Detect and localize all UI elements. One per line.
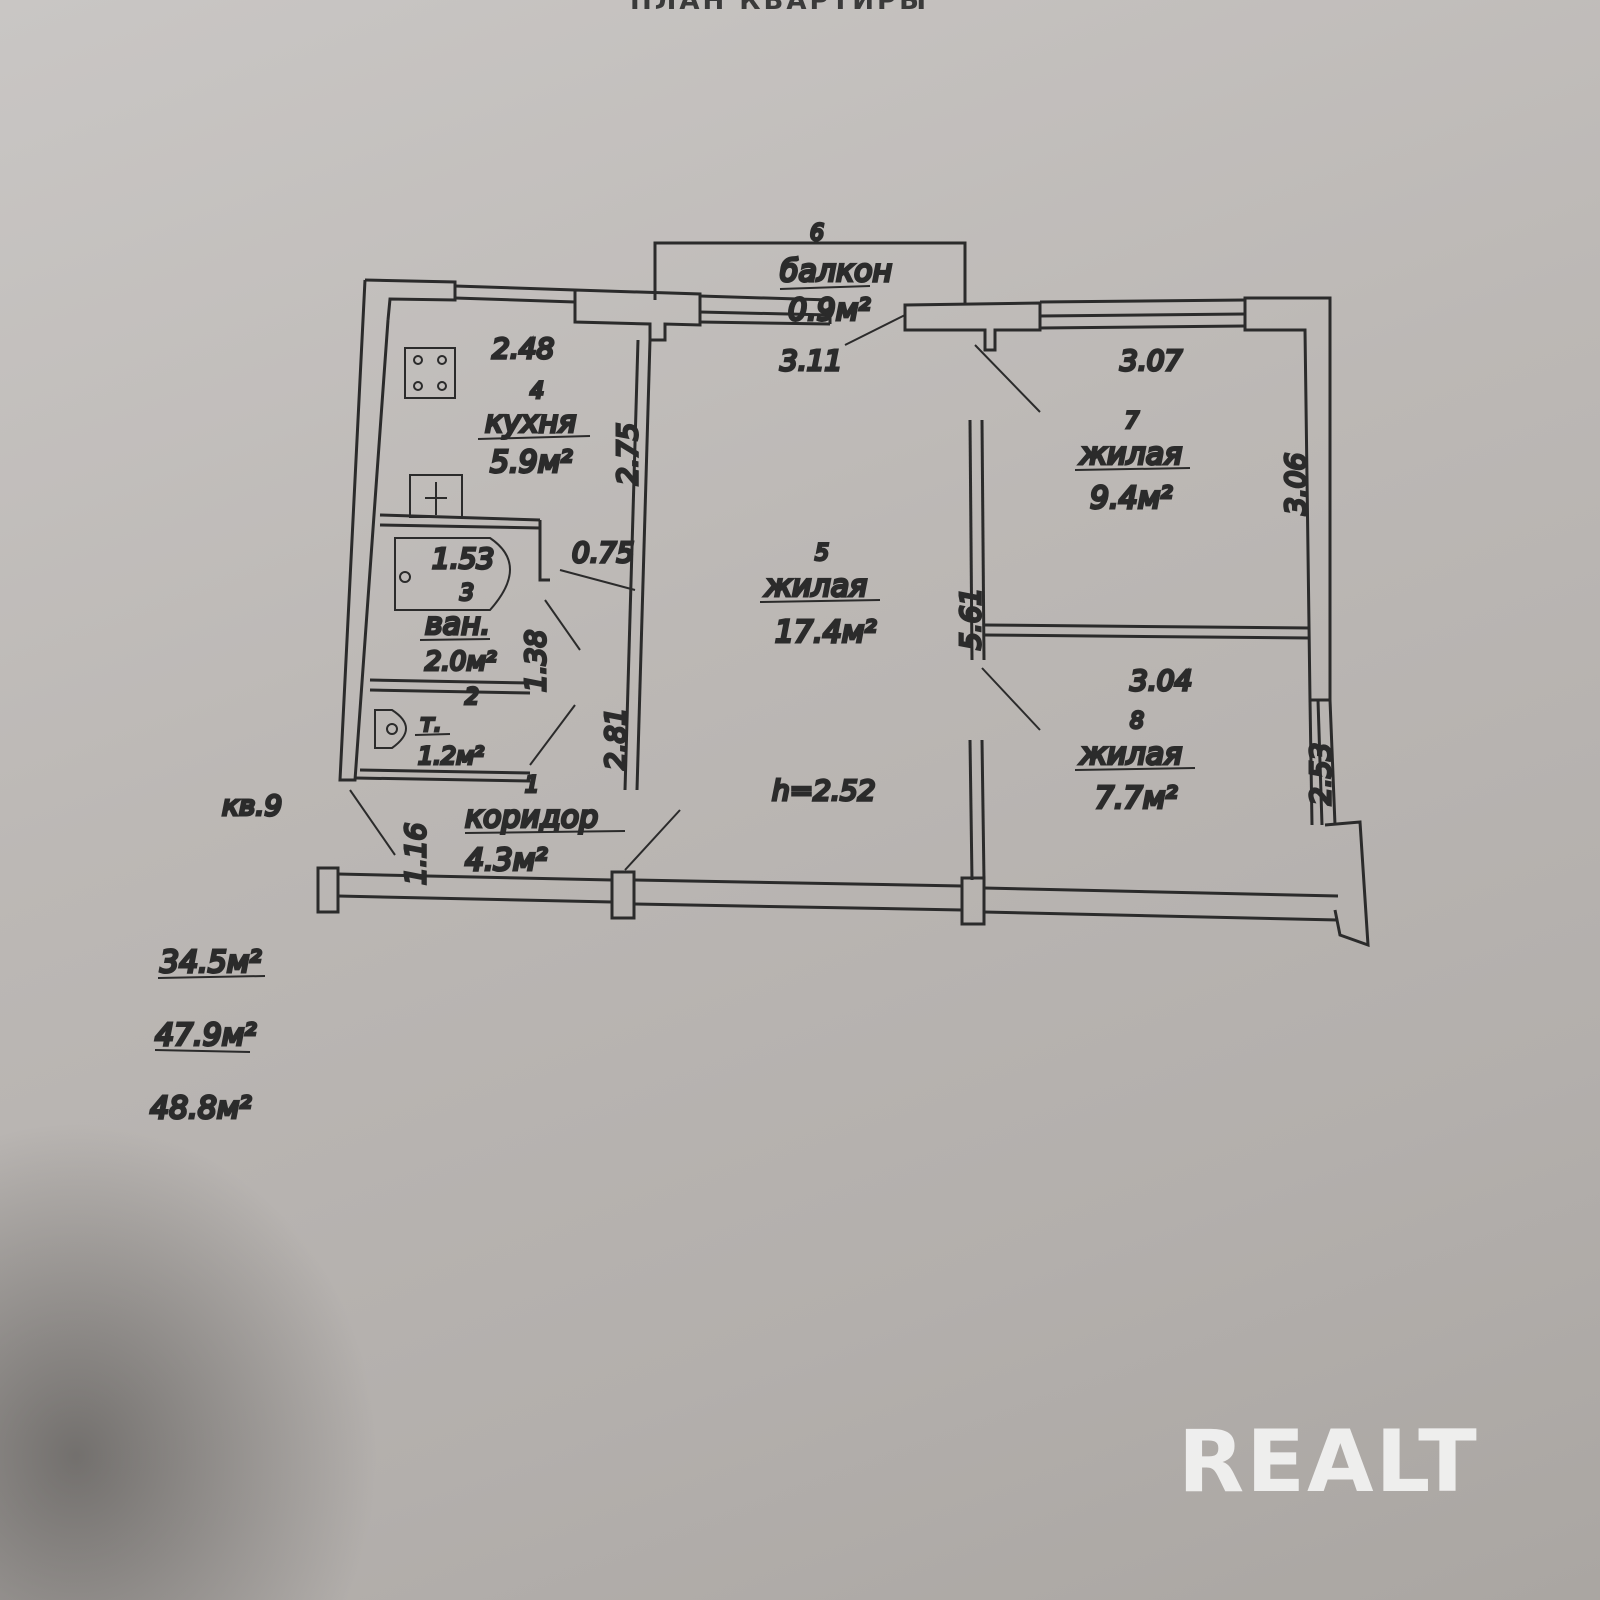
dim-kitchen-width: 2.48 xyxy=(492,332,554,365)
wall-top-left xyxy=(364,278,457,321)
dim-room8-width: 3.04 xyxy=(1130,664,1192,697)
room2-name: т. xyxy=(420,709,442,737)
wall-pier xyxy=(573,288,702,342)
room6-number: 6 xyxy=(810,221,824,246)
room8-number: 8 xyxy=(1130,709,1144,734)
dim-corridor: 2.81 xyxy=(599,708,632,770)
sink-icon xyxy=(409,474,463,518)
dim-room5-width: 3.11 xyxy=(780,344,842,377)
room8-name: жилая xyxy=(1079,737,1182,772)
dim-room5-length: 5.61 xyxy=(954,588,987,650)
wall-top-right xyxy=(903,301,1042,352)
room1-area: 4.3м² xyxy=(465,843,547,878)
bathtub-icon xyxy=(394,537,511,611)
room2-area: 1.2м² xyxy=(418,742,484,770)
room6-area: 0.9м² xyxy=(788,293,870,328)
dim-bath-width: 1.53 xyxy=(432,542,494,575)
room5-name: жилая xyxy=(764,569,867,604)
room4-number: 4 xyxy=(530,379,544,404)
room7-area: 9.4м² xyxy=(1090,481,1172,516)
dim-bath-length: 1.38 xyxy=(519,630,552,692)
total-living-area: 34.5м² xyxy=(160,945,261,980)
room4-area: 5.9м² xyxy=(490,445,572,480)
dim-kitchen-length: 2.75 xyxy=(611,423,644,485)
toilet-icon xyxy=(374,709,407,749)
dim-room7-length: 3.06 xyxy=(1279,453,1312,515)
room2-number: 2 xyxy=(465,685,479,710)
room3-number: 3 xyxy=(460,581,474,606)
dim-entry: 1.16 xyxy=(399,823,432,885)
room7-number: 7 xyxy=(1125,409,1139,434)
page-header: ПЛАН КВАРТИРЫ xyxy=(630,0,930,16)
total-area: 47.9м² xyxy=(155,1018,256,1053)
room8-area: 7.7м² xyxy=(1095,781,1177,816)
photo-shadow xyxy=(0,1120,380,1600)
apartment-number: кв.9 xyxy=(222,789,282,822)
room4-name: кухня xyxy=(485,405,576,440)
total-area-with-balcony: 48.8м² xyxy=(150,1091,251,1126)
realt-watermark: REALT xyxy=(1178,1412,1479,1512)
room7-name: жилая xyxy=(1079,437,1182,472)
room1-name: коридор xyxy=(465,800,598,835)
dim-room8-length: 2.53 xyxy=(1304,743,1337,805)
room3-name: ван. xyxy=(425,607,490,642)
stove-icon xyxy=(404,347,456,399)
room5-number: 5 xyxy=(815,541,829,566)
dim-room7-width: 3.07 xyxy=(1120,344,1183,377)
room6-name: балкон xyxy=(780,254,892,289)
room5-area: 17.4м² xyxy=(775,615,876,650)
balcony-outline xyxy=(653,241,967,305)
dim-door: 0.75 xyxy=(572,536,634,569)
wall-left xyxy=(338,279,390,782)
ceiling-height: h=2.52 xyxy=(772,774,876,807)
room3-area: 2.0м² xyxy=(425,647,496,677)
room1-number: 1 xyxy=(525,773,539,798)
